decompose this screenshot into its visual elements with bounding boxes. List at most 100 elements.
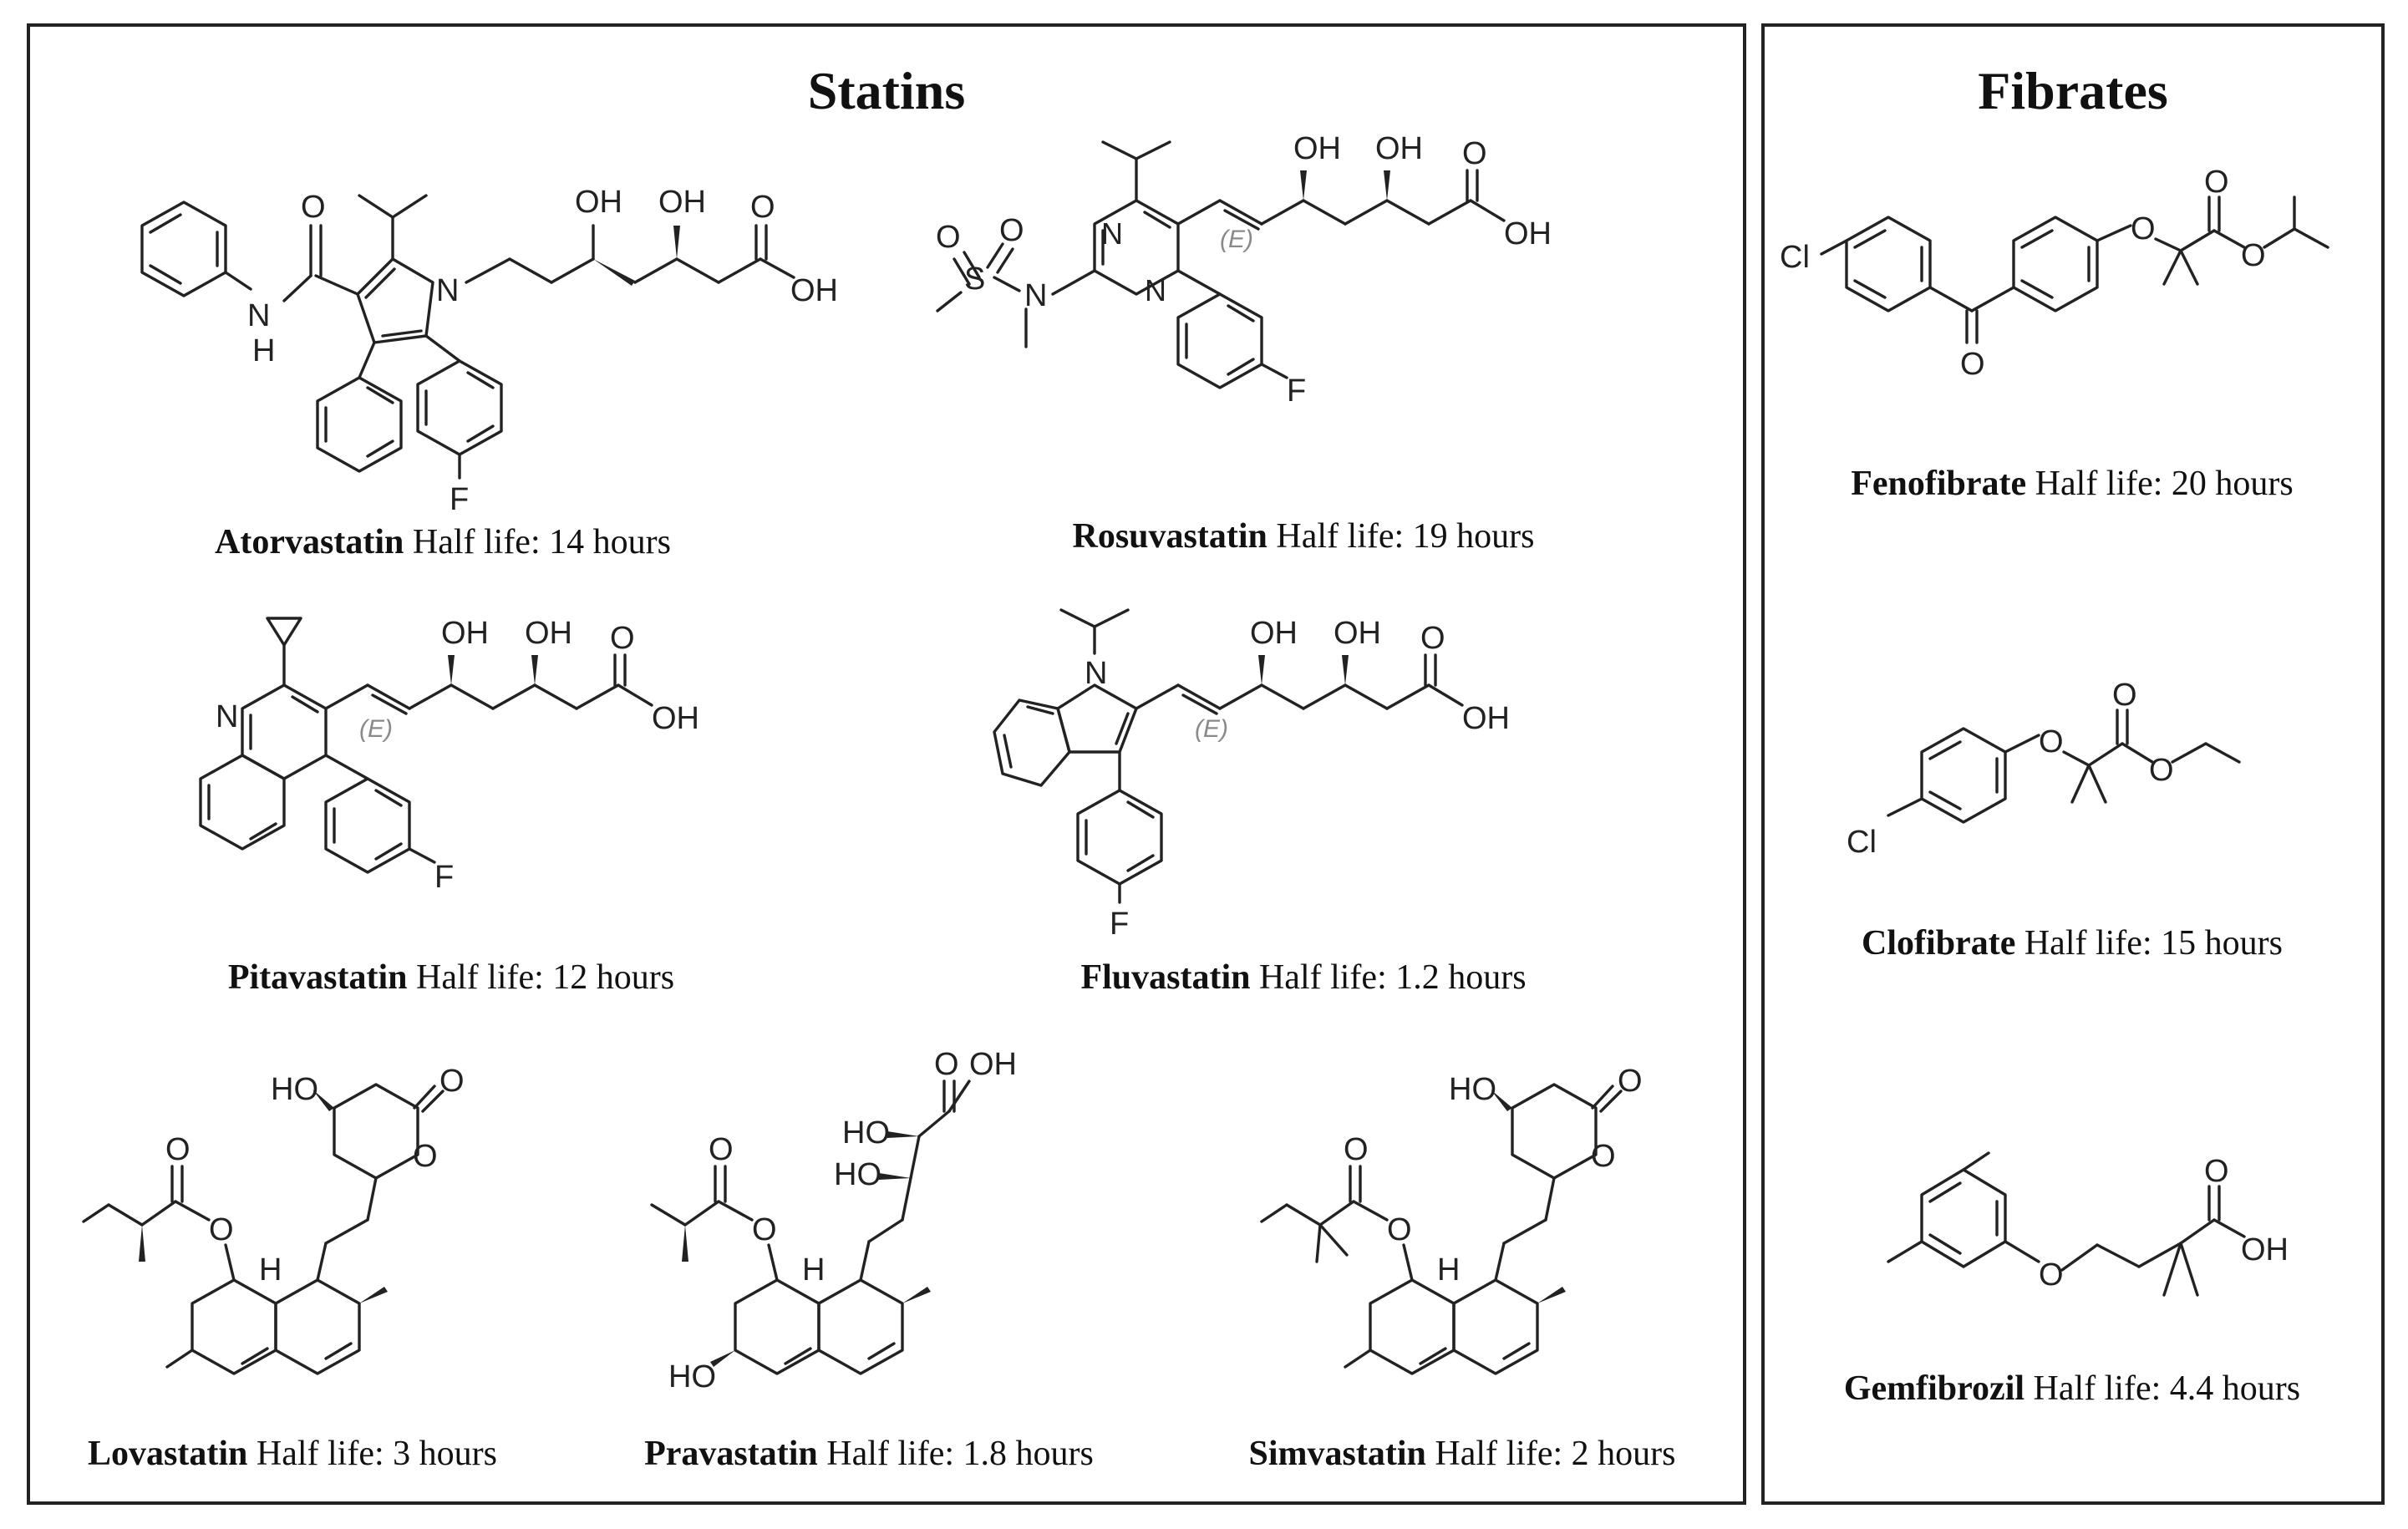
- r-oh1-label: OH: [1293, 131, 1341, 166]
- clofibrate-name: Clofibrate: [1862, 924, 2016, 963]
- ge-acid-oh-label: OH: [2241, 1232, 2289, 1267]
- sulfonamide-n-label: N: [1024, 278, 1047, 313]
- ge-ether-o-label: O: [2039, 1257, 2064, 1293]
- ring-n1-label: N: [1101, 216, 1123, 251]
- lovastatin-structure: HO O O H O O: [82, 1061, 560, 1420]
- fe-ketone-o-label: O: [1960, 347, 1985, 382]
- fenofibrate-structure: Cl O O O O: [1780, 165, 2365, 418]
- oh1-label: OH: [575, 185, 622, 220]
- atorvastatin-caption: Atorvastatin Half life: 14 hours: [125, 522, 760, 562]
- pravastatin-structure: OH O O HO HO H HO O O: [650, 1044, 1136, 1437]
- simvastatin-structure: HO O O H O O: [1260, 1061, 1738, 1420]
- statins-title: Statins: [807, 61, 966, 120]
- r-f-label: F: [1287, 373, 1306, 409]
- si-ester-o-label: O: [1387, 1212, 1412, 1247]
- rosuvastatin-name: Rosuvastatin: [1072, 517, 1268, 556]
- fl-acid-o-label: O: [1420, 621, 1445, 656]
- pr-h-label: H: [802, 1252, 825, 1288]
- gemfibrozil-name: Gemfibrozil: [1843, 1369, 2025, 1408]
- pr-acid-oh-label: OH: [969, 1047, 1017, 1082]
- clofibrate-half-life: Half life: 15 hours: [2024, 924, 2283, 963]
- fl-e-label: (E): [1195, 715, 1228, 743]
- pr-ester-carbonyl-label: O: [709, 1132, 734, 1167]
- fluvastatin-caption: Fluvastatin Half life: 1.2 hours: [986, 958, 1621, 998]
- r-acid-oh-label: OH: [1504, 216, 1552, 251]
- fibrates-panel: Fibrates: [1761, 23, 2385, 1505]
- clofibrate-structure: Cl O O O: [1821, 668, 2323, 902]
- lo-lactone-o-label: O: [439, 1064, 465, 1099]
- si-ring-o-label: O: [1591, 1139, 1616, 1174]
- ring-n2-label: N: [1145, 273, 1166, 307]
- gemfibrozil-caption: Gemfibrozil Half life: 4.4 hours: [1780, 1369, 2365, 1409]
- fe-carbonyl-o-label: O: [2204, 165, 2229, 200]
- acid-oh-label: OH: [790, 273, 838, 308]
- statins-panel: Statins: [27, 23, 1746, 1505]
- oh2-label: OH: [658, 185, 706, 220]
- r-acid-o-label: O: [1462, 136, 1487, 171]
- fe-ester-o-label: O: [2241, 238, 2266, 273]
- p-f-label: F: [434, 860, 454, 895]
- si-lactone-o-label: O: [1618, 1064, 1643, 1099]
- pitavastatin-half-life: Half life: 12 hours: [416, 958, 675, 997]
- pravastatin-half-life: Half life: 1.8 hours: [826, 1435, 1094, 1473]
- pr-oh2-label: HO: [834, 1157, 881, 1192]
- cl-carbonyl-o-label: O: [2112, 678, 2137, 713]
- lo-ring-o-label: O: [413, 1139, 438, 1174]
- fluvastatin-name: Fluvastatin: [1080, 958, 1251, 997]
- e-label: (E): [1220, 226, 1253, 253]
- simvastatin-caption: Simvastatin Half life: 2 hours: [1203, 1434, 1721, 1474]
- acid-o-label: O: [750, 190, 775, 225]
- fibrates-title: Fibrates: [1978, 61, 2168, 120]
- rosuvastatin-caption: Rosuvastatin Half life: 19 hours: [986, 516, 1621, 556]
- lo-ester-o-label: O: [209, 1212, 234, 1247]
- gemfibrozil-structure: O O OH: [1796, 1136, 2348, 1387]
- pitavastatin-structure: N (E) OH OH O OH F: [167, 602, 769, 944]
- p-oh2-label: OH: [525, 616, 572, 651]
- fl-f-label: F: [1110, 907, 1129, 942]
- fl-acid-oh-label: OH: [1462, 701, 1510, 736]
- so-o2-label: O: [999, 213, 1024, 248]
- p-acid-oh-label: OH: [652, 701, 699, 736]
- fenofibrate-name: Fenofibrate: [1851, 465, 2027, 503]
- fenofibrate-caption: Fenofibrate Half life: 20 hours: [1780, 464, 2365, 504]
- fenofibrate-half-life: Half life: 20 hours: [2035, 465, 2294, 503]
- lo-carbonyl-o-label: O: [165, 1132, 191, 1167]
- p-oh1-label: OH: [441, 616, 489, 651]
- nh-h2-label: H: [252, 333, 275, 368]
- fl-oh2-label: OH: [1334, 616, 1381, 651]
- pravastatin-caption: Pravastatin Half life: 1.8 hours: [610, 1434, 1128, 1474]
- cl-ether-o-label: O: [2039, 724, 2064, 759]
- pr-oh1-label: HO: [842, 1115, 890, 1151]
- r-oh2-label: OH: [1375, 131, 1423, 166]
- cl-ester-o-label: O: [2149, 753, 2174, 788]
- pr-ester-o-label: O: [752, 1212, 777, 1247]
- nh-n-label: N: [247, 298, 270, 333]
- pravastatin-name: Pravastatin: [644, 1435, 818, 1473]
- pitavastatin-caption: Pitavastatin Half life: 12 hours: [134, 958, 769, 998]
- atorvastatin-structure: N H H O N OH OH O OH F: [92, 142, 838, 518]
- f-label: F: [450, 482, 469, 517]
- rosuvastatin-structure: N N N S O O (E) OH OH O OH F: [936, 131, 1688, 485]
- atorvastatin-name: Atorvastatin: [215, 523, 404, 561]
- lo-ho-label: HO: [271, 1072, 318, 1107]
- lovastatin-caption: Lovastatin Half life: 3 hours: [50, 1434, 535, 1474]
- rosuvastatin-half-life: Half life: 19 hours: [1276, 517, 1535, 556]
- so-o1-label: O: [936, 220, 961, 255]
- fl-oh1-label: OH: [1250, 616, 1298, 651]
- fe-cl-label: Cl: [1780, 240, 1810, 275]
- atorvastatin-half-life: Half life: 14 hours: [412, 523, 671, 561]
- ge-carbonyl-o-label: O: [2204, 1154, 2229, 1189]
- si-h-label: H: [1437, 1252, 1460, 1288]
- pr-carbonyl-o-label: O: [934, 1047, 959, 1082]
- amide-o-label: O: [301, 190, 326, 225]
- lovastatin-name: Lovastatin: [88, 1435, 248, 1473]
- simvastatin-half-life: Half life: 2 hours: [1435, 1435, 1676, 1473]
- gemfibrozil-half-life: Half life: 4.4 hours: [2033, 1369, 2301, 1408]
- cl-cl-label: Cl: [1847, 825, 1877, 860]
- lovastatin-half-life: Half life: 3 hours: [256, 1435, 497, 1473]
- pyrrole-n-label: N: [436, 273, 459, 308]
- p-acid-o-label: O: [610, 621, 635, 656]
- simvastatin-name: Simvastatin: [1248, 1435, 1426, 1473]
- pitavastatin-name: Pitavastatin: [227, 958, 408, 997]
- fe-ether-o-label: O: [2131, 211, 2156, 246]
